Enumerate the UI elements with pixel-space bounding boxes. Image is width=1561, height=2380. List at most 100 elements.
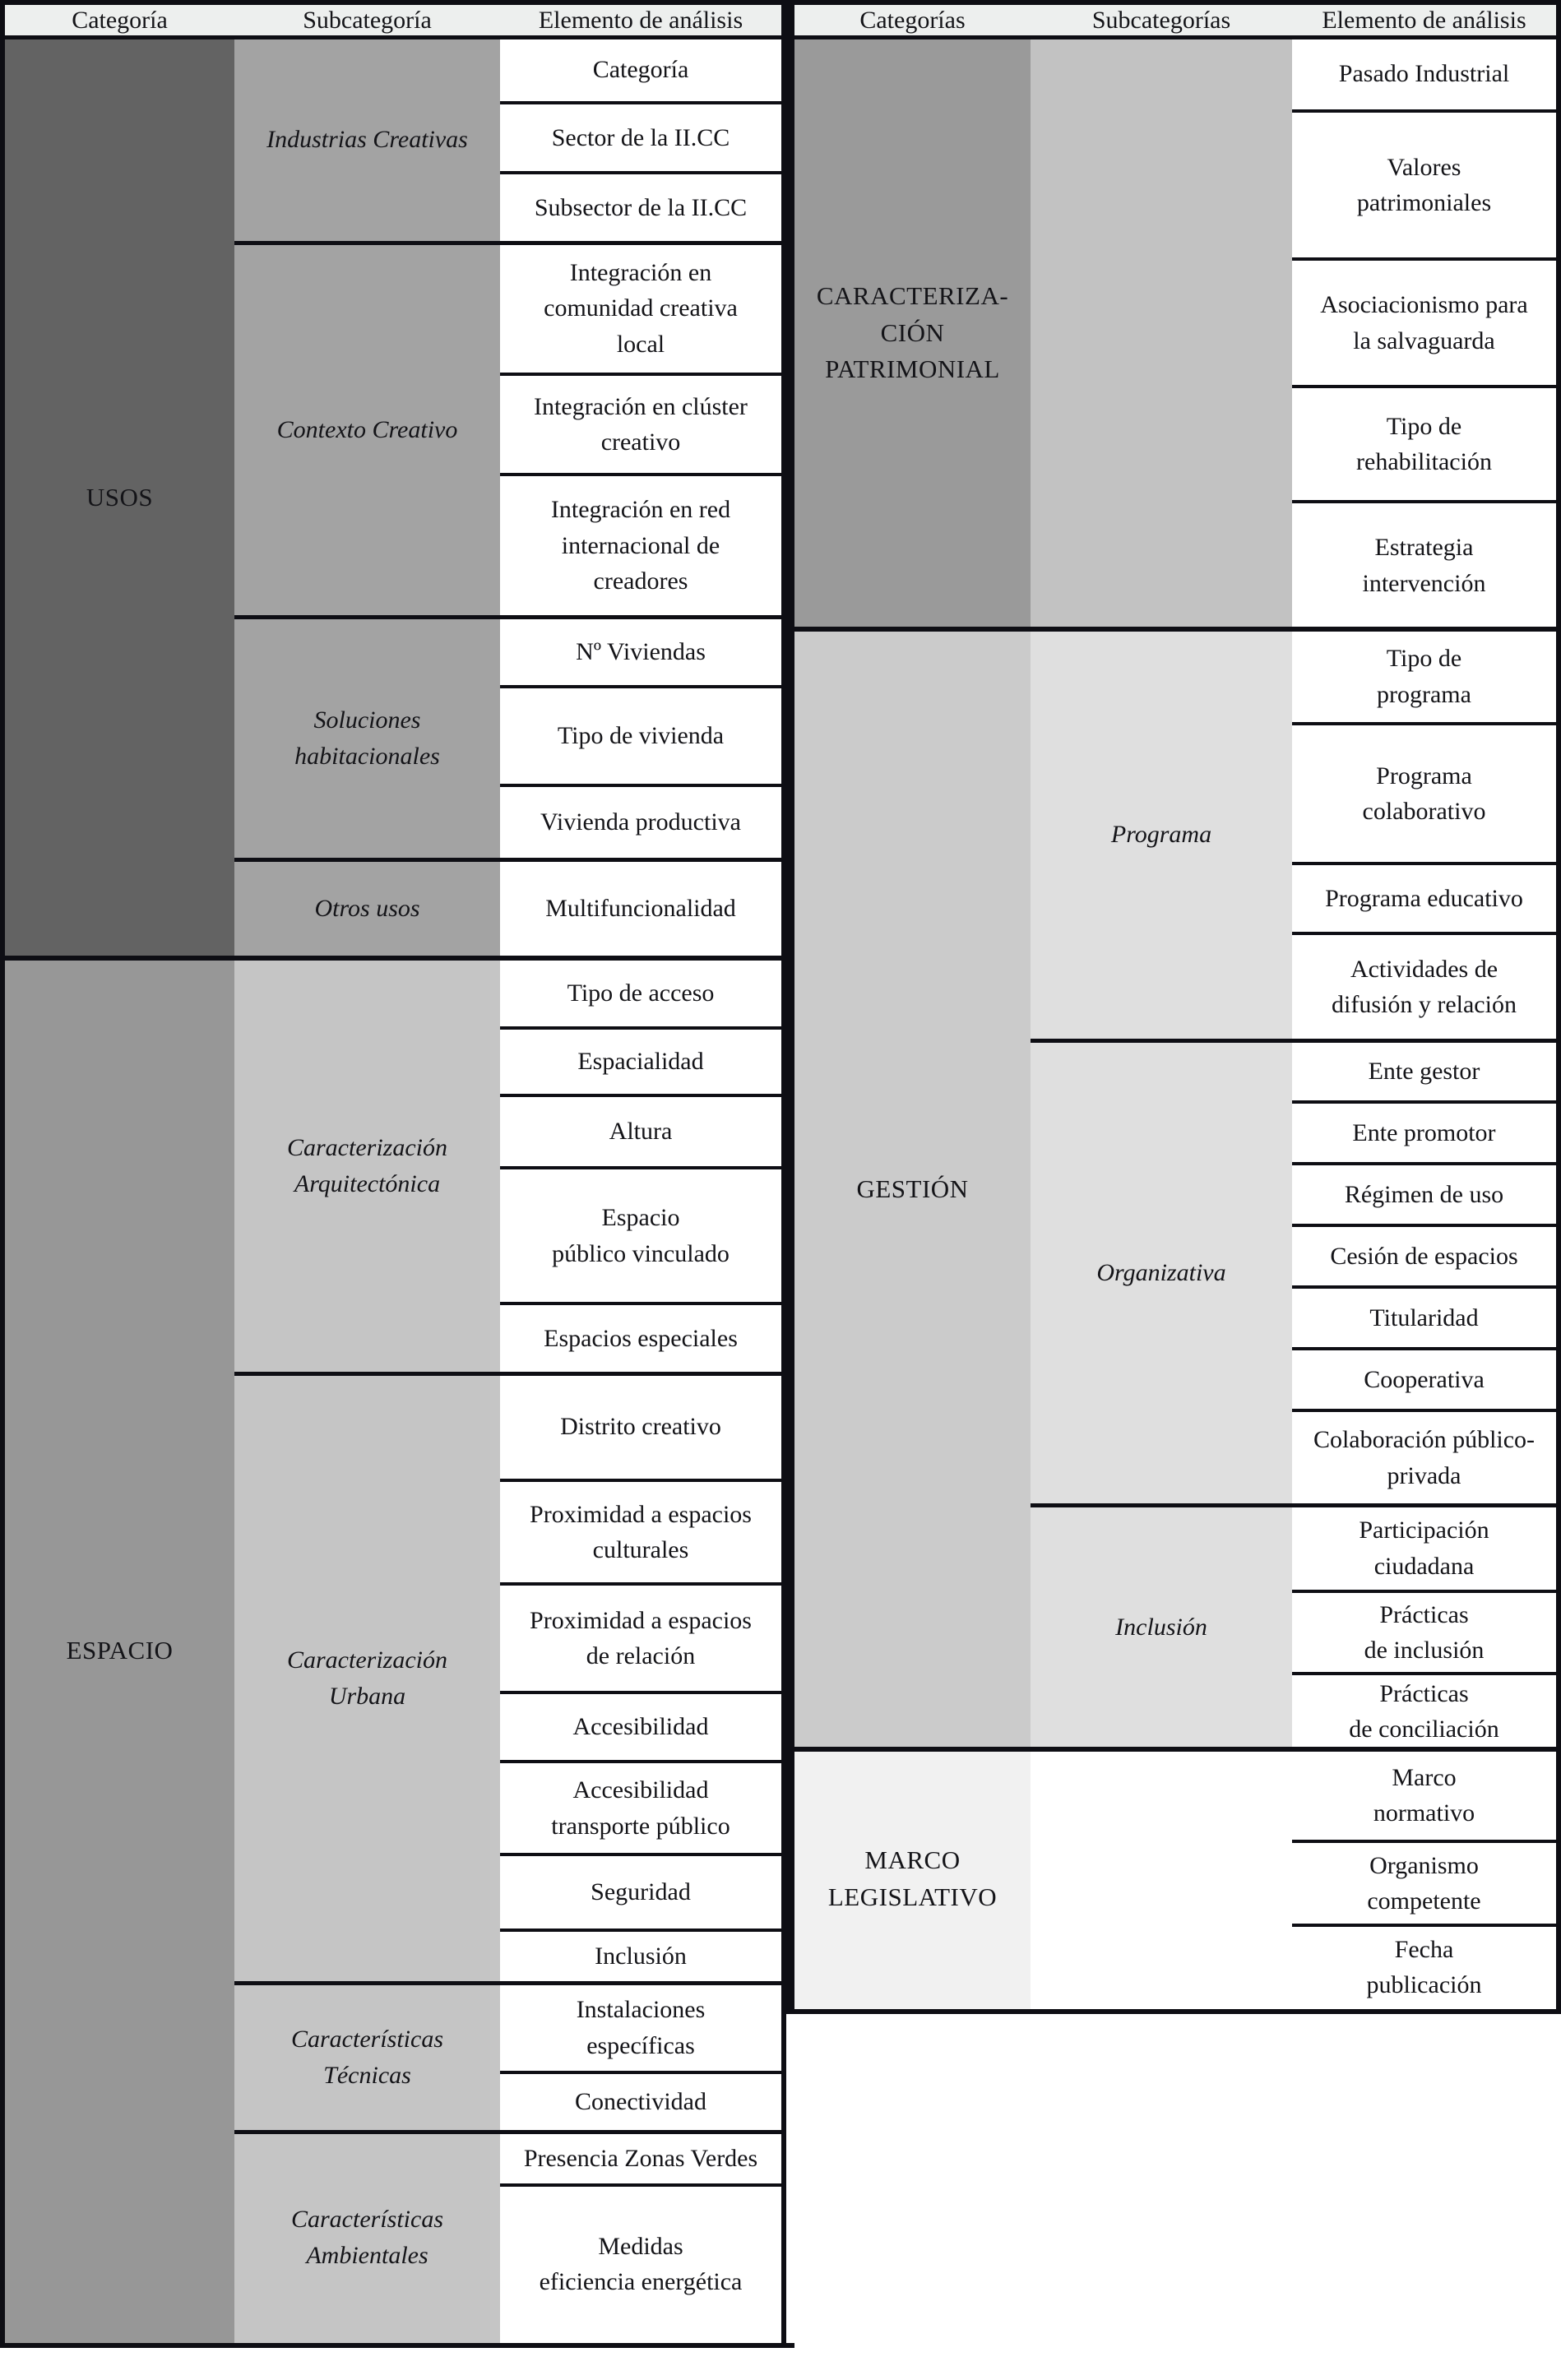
left-element-separator [500,1582,781,1586]
element-participacion-ciudadana: Participación ciudadana [1292,1505,1556,1591]
element-distrito-creativo: Distrito creativo [500,1373,781,1480]
left-category-espacio: ESPACIO [5,958,234,2343]
right-table-right-border [1556,0,1561,2014]
element-ente-promotor: Ente promotor [1292,1102,1556,1164]
left-table-top-border [0,0,781,5]
element-categoria: Categoría [500,37,781,103]
right-element-separator [1292,1672,1556,1675]
element-espacio-publico: Espacio público vinculado [500,1168,781,1303]
right-element-separator [1292,932,1556,935]
right-element-separator [1292,1347,1556,1350]
left-subcategory-otros-usos: Otros usos [234,859,500,958]
right-category-gestion: GESTIÓN [794,629,1031,1749]
element-practicas-inclusion: Prácticas de inclusión [1292,1591,1556,1674]
left-element-separator [500,1929,781,1932]
element-cooperativa: Cooperativa [1292,1349,1556,1410]
left-subcategory-caracteristicas-ambientales: Características Ambientales [234,2132,500,2343]
left-subsection-separator [234,241,781,245]
element-tipo-vivienda: Tipo de vivienda [500,687,781,785]
center-divider [781,0,794,2014]
element-integracion-cluster: Integración en clúster creativo [500,374,781,475]
left-header-subcategoria: Subcategoría [303,6,432,34]
element-medidas-eficiencia: Medidas eficiencia energética [500,2185,781,2343]
element-estrategia-intervencion: Estrategia intervención [1292,502,1556,629]
right-element-separator [1292,1840,1556,1843]
left-element-separator [500,2071,781,2074]
element-regimen-uso: Régimen de uso [1292,1164,1556,1225]
left-header-background [5,5,781,35]
left-element-separator [500,473,781,476]
right-section-separator-patrimonial-gestion [794,627,1556,632]
element-marco-normativo: Marco normativo [1292,1749,1556,1841]
right-subsection-separator [1031,1503,1556,1507]
element-subsector-iicc: Subsector de la II.CC [500,173,781,243]
right-subcategory-inclusion: Inclusión [1031,1505,1292,1749]
right-element-separator [1292,1224,1556,1227]
left-subcategory-caracterizacion-arquitectonica: Caracterización Arquitectónica [234,958,500,1373]
right-category-marco-legislativo: MARCO LEGISLATIVO [794,1749,1031,2009]
left-subsection-separator [234,1372,781,1376]
left-element-separator [500,784,781,787]
element-accesibilidad-transporte: Accesibilidad transporte público [500,1762,781,1854]
element-conectividad: Conectividad [500,2072,781,2132]
element-titularidad: Titularidad [1292,1287,1556,1349]
left-element-separator [500,2183,781,2187]
element-sector-iicc: Sector de la II.CC [500,103,781,173]
right-header-underline [794,35,1561,39]
right-header-elemento: Elemento de análisis [1322,6,1526,34]
right-element-separator [1292,1162,1556,1165]
element-programa-educativo: Programa educativo [1292,864,1556,933]
right-section-separator-gestion-marco [794,1747,1556,1752]
left-section-separator-usos-espacio [0,956,781,961]
element-organismo-competente: Organismo competente [1292,1841,1556,1925]
left-header-categoria: Categoría [72,6,168,34]
element-altura: Altura [500,1095,781,1168]
left-subsection-separator [234,1981,781,1985]
element-ente-gestor: Ente gestor [1292,1040,1556,1102]
element-integracion-comunidad: Integración en comunidad creativa local [500,243,781,374]
right-table-bottom-border [794,2009,1561,2014]
left-element-separator [500,1302,781,1305]
element-multifuncionalidad: Multifuncionalidad [500,859,781,958]
element-valores-patrimoniales: Valores patrimoniales [1292,111,1556,259]
left-element-separator [500,1026,781,1030]
element-num-viviendas: Nº Viviendas [500,617,781,687]
element-accesibilidad: Accesibilidad [500,1692,781,1762]
right-element-separator [1292,1409,1556,1412]
element-seguridad: Seguridad [500,1854,781,1930]
element-inclusion: Inclusión [500,1930,781,1983]
left-element-separator [500,373,781,376]
right-element-separator [1292,722,1556,725]
left-category-usos: USOS [5,37,234,958]
element-cesion-espacios: Cesión de espacios [1292,1225,1556,1287]
left-subsection-separator [234,2130,781,2134]
element-practicas-conciliacion: Prácticas de conciliación [1292,1674,1556,1749]
right-element-separator [1292,1100,1556,1104]
element-espacios-especiales: Espacios especiales [500,1303,781,1373]
element-actividades-difusion: Actividades de difusión y relación [1292,933,1556,1040]
left-header-underline [0,35,781,39]
left-subcategory-caracterizacion-urbana: Caracterización Urbana [234,1373,500,1983]
element-tipo-rehabilitacion: Tipo de rehabilitación [1292,387,1556,502]
left-subsection-separator [234,858,781,862]
left-subcategory-industrias-creativas: Industrias Creativas [234,37,500,243]
left-element-separator [500,171,781,174]
right-element-separator [1292,500,1556,503]
element-vivienda-productiva: Vivienda productiva [500,785,781,859]
left-element-separator [500,1853,781,1856]
element-proximidad-culturales: Proximidad a espacios culturales [500,1480,781,1584]
right-header-categorias: Categorías [859,6,966,34]
right-element-separator [1292,1924,1556,1927]
right-subcategory-organizativa: Organizativa [1031,1040,1292,1505]
element-instalaciones-especificas: Instalaciones específicas [500,1983,781,2072]
left-subcategory-caracteristicas-tecnicas: Características Técnicas [234,1983,500,2132]
right-subsection-separator [1031,1039,1556,1043]
right-category-caracterizacion-patrimonial: CARACTERIZA- CIÓN PATRIMONIAL [794,37,1031,629]
left-element-separator [500,1479,781,1482]
element-integracion-red: Integración en red internacional de crea… [500,475,781,617]
right-table-top-border [794,0,1561,5]
element-presencia-zonas-verdes: Presencia Zonas Verdes [500,2132,781,2185]
right-element-separator [1292,385,1556,388]
element-fecha-publicacion: Fecha publicación [1292,1925,1556,2009]
